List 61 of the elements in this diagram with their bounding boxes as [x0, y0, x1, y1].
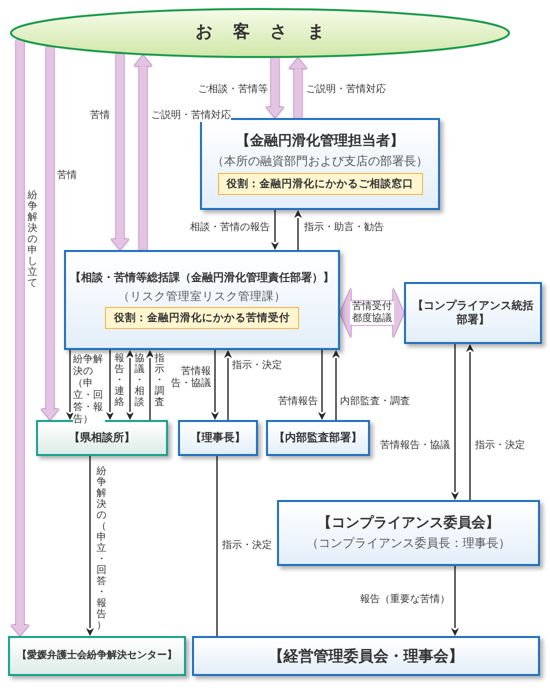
arrow [466, 344, 474, 500]
node-heading: お客さま [195, 22, 345, 44]
edge-label: 指示・決定 [232, 360, 282, 372]
process-box [266, 420, 370, 456]
node-heading: 【相談・苦情等総括課（金融円滑化管理責任部署）】 [70, 270, 334, 285]
block-arrow [134, 55, 152, 250]
edge-label: 苦情報告・協議 [380, 440, 450, 452]
edge-label: 苦情 [57, 170, 77, 182]
node-heading: 【理事長】 [190, 431, 246, 445]
arrow [451, 344, 459, 500]
edge-label: 相談・苦情の報告 [190, 222, 270, 234]
edge-label: 紛争解決の（申立・回答・報告） [73, 354, 105, 426]
process-box [8, 636, 186, 676]
process-box [178, 420, 258, 456]
node-subtitle: （リスク管理室リスク管理課） [118, 288, 286, 304]
block-arrow [41, 46, 59, 420]
node-heading: 【コンプライアンス統括部署】 [412, 299, 534, 327]
process-box [277, 500, 540, 566]
arrow [451, 566, 459, 636]
edge-label: ご説明・苦情対応 [306, 84, 386, 96]
edge-label: 報告・連絡 [113, 353, 125, 413]
node-heading: 【内部監査部署】 [274, 431, 362, 445]
role-badge: 役割：金融円滑化にかかる苦情受付 [105, 307, 299, 330]
arrow [224, 350, 232, 420]
edge-label: ご相談・苦情等 [198, 84, 268, 96]
arrow [294, 210, 302, 250]
node-heading: 【経営管理委員会・理事会】 [268, 646, 464, 666]
process-box [192, 636, 540, 676]
edge-label: 内部監査・調査 [340, 396, 410, 408]
process-box [200, 118, 440, 210]
arrow [146, 350, 154, 420]
edge-label: 苦情受付都度協議 [350, 301, 394, 325]
edge-label: 苦情報告 [278, 396, 318, 408]
node-heading: 【コンプライアンス委員会】 [318, 514, 500, 532]
block-arrow [111, 54, 129, 250]
arrow [211, 350, 219, 420]
ellipse-node [10, 8, 510, 58]
block-arrow [289, 58, 307, 118]
node-heading: 【県相談所】 [69, 431, 135, 445]
block-arrow [11, 40, 29, 636]
edge-label: 指示・決定 [222, 540, 272, 552]
arrow [332, 350, 340, 420]
arrow [86, 456, 94, 636]
edge-label: 協議・相談 [133, 353, 145, 413]
edge-label: 指示・決定 [475, 440, 525, 452]
node-subtitle: （コンプライアンス委員長：理事長） [306, 536, 510, 552]
edge-label: 指示・助言・勧告 [304, 222, 384, 234]
arrow [66, 350, 74, 420]
arrow [271, 210, 279, 250]
edge-label: ご説明・苦情対応 [151, 110, 231, 122]
node-heading: 【金融円滑化管理担当者】 [236, 132, 404, 150]
process-box [404, 282, 542, 344]
role-badge: 役割：金融円滑化にかかるご相談窓口 [218, 173, 422, 196]
block-arrow [266, 58, 284, 118]
node-heading: 【愛媛弁護士会紛争解決センター】 [17, 650, 177, 662]
edge-label: 苦情 [90, 110, 110, 122]
process-box [64, 250, 340, 350]
arrow [126, 350, 134, 420]
arrow [318, 350, 326, 420]
arrow [106, 350, 114, 420]
node-subtitle: （本所の融資部門および支店の部署長） [212, 154, 428, 170]
